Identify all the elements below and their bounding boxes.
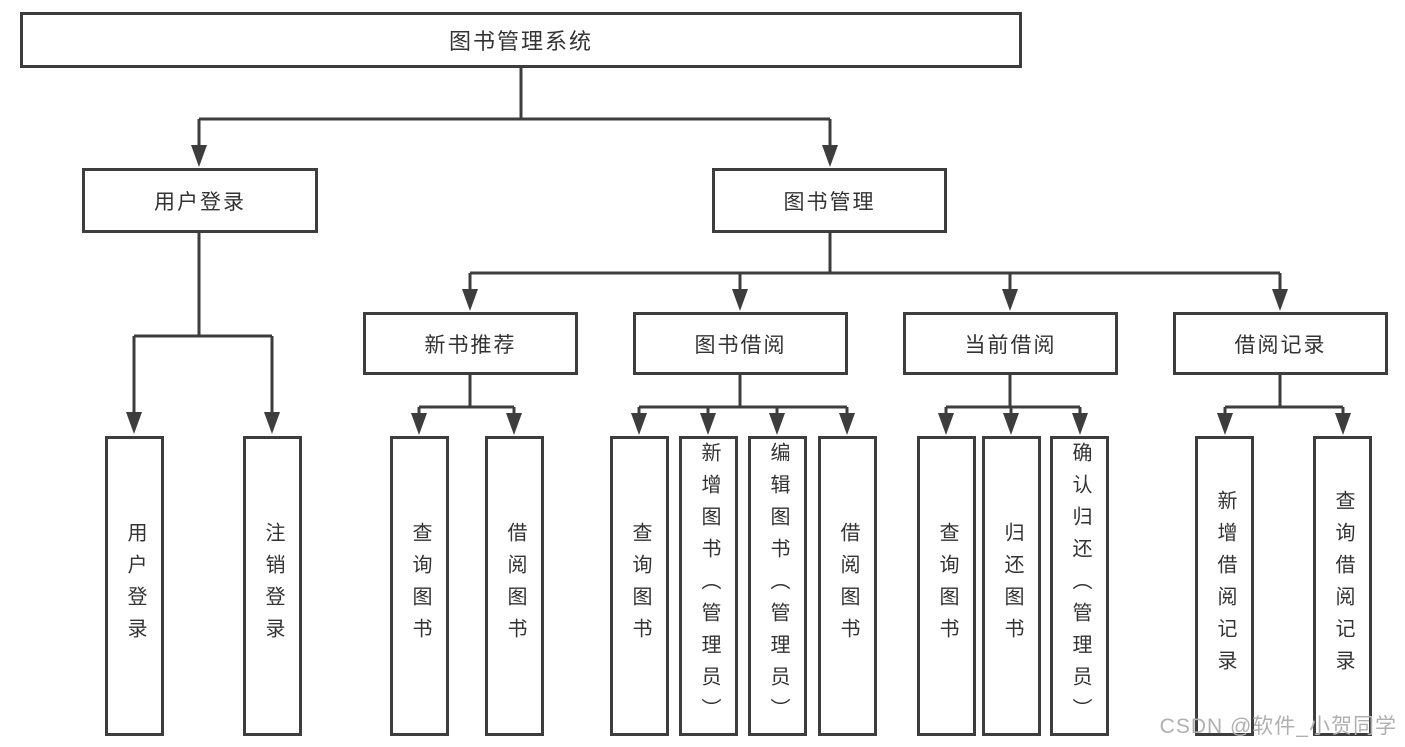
arrow-icon — [506, 413, 522, 435]
node-current-borrow: 当前借阅 — [903, 312, 1118, 375]
arrow-icon — [126, 412, 142, 434]
leaf-current-query-books: 查询图书 — [917, 436, 976, 736]
leaf-records-query-record: 查询借阅记录 — [1313, 436, 1372, 736]
leaf-current-confirm-return-admin: 确认归还（管理员） — [1050, 436, 1109, 736]
arrow-icon — [1072, 413, 1088, 435]
arrow-icon — [1002, 289, 1018, 311]
node-label: 查询图书 — [629, 522, 651, 650]
node-label: 编辑图书（管理员） — [767, 442, 789, 730]
arrow-icon — [631, 413, 647, 435]
node-label: 归还图书 — [1001, 522, 1023, 650]
arrow-icon — [732, 289, 748, 311]
leaf-records-add-record: 新增借阅记录 — [1195, 436, 1254, 736]
leaf-borrow-borrow-books: 借阅图书 — [818, 436, 877, 736]
leaf-current-return-books: 归还图书 — [982, 436, 1041, 736]
connector-root-split — [197, 68, 832, 147]
node-borrow-records: 借阅记录 — [1173, 312, 1388, 375]
arrow-icon — [769, 413, 785, 435]
connector-book-mgmt-split — [468, 233, 1282, 291]
connector-user-login-split — [132, 233, 274, 414]
node-label: 查询图书 — [936, 522, 958, 650]
leaf-recommend-borrow-books: 借阅图书 — [485, 436, 544, 736]
node-label: 确认归还（管理员） — [1069, 442, 1091, 730]
node-label: 查询借阅记录 — [1332, 490, 1354, 682]
leaf-logout: 注销登录 — [243, 436, 302, 736]
node-label: 新增借阅记录 — [1214, 490, 1236, 682]
arrow-icon — [1003, 413, 1019, 435]
arrow-icon — [462, 289, 478, 311]
leaf-borrow-edit-books-admin: 编辑图书（管理员） — [748, 436, 807, 736]
arrow-icon — [264, 412, 280, 434]
node-label: 借阅图书 — [504, 522, 526, 650]
leaf-recommend-query-books: 查询图书 — [390, 436, 449, 736]
node-label: 用户登录 — [124, 522, 146, 650]
arrow-icon — [411, 413, 427, 435]
node-label: 注销登录 — [262, 522, 284, 650]
arrow-icon — [700, 413, 716, 435]
arrow-icon — [191, 145, 207, 167]
node-label: 当前借阅 — [964, 333, 1057, 357]
node-label: 图书管理 — [783, 190, 876, 214]
node-label: 新书推荐 — [424, 333, 517, 357]
connector-current-split — [944, 375, 1082, 416]
connector-book-borrow-split — [637, 375, 849, 416]
connector-records-split — [1223, 375, 1345, 416]
arrow-icon — [938, 413, 954, 435]
arrow-icon — [839, 413, 855, 435]
arrow-icon — [1335, 413, 1351, 435]
leaf-borrow-add-books-admin: 新增图书（管理员） — [679, 436, 738, 736]
leaf-user-login: 用户登录 — [105, 436, 164, 736]
node-user-login: 用户登录 — [82, 168, 318, 233]
node-label: 图书管理系统 — [448, 29, 593, 54]
node-new-book-recommend: 新书推荐 — [363, 312, 578, 375]
node-label: 图书借阅 — [694, 333, 787, 357]
node-label: 借阅记录 — [1234, 333, 1327, 357]
connector-new-rec-split — [417, 375, 516, 416]
node-library-system: 图书管理系统 — [20, 12, 1022, 68]
csdn-watermark: CSDN @软件_小贺同学 — [1159, 715, 1397, 738]
arrow-icon — [1217, 413, 1233, 435]
arrow-icon — [822, 145, 838, 167]
node-label: 新增图书（管理员） — [698, 442, 720, 730]
leaf-borrow-query-books: 查询图书 — [610, 436, 669, 736]
node-book-borrow: 图书借阅 — [633, 312, 848, 375]
node-book-management: 图书管理 — [712, 168, 947, 233]
node-label: 查询图书 — [409, 522, 431, 650]
arrow-icon — [1272, 289, 1288, 311]
node-label: 用户登录 — [154, 190, 246, 214]
node-label: 借阅图书 — [837, 522, 859, 650]
